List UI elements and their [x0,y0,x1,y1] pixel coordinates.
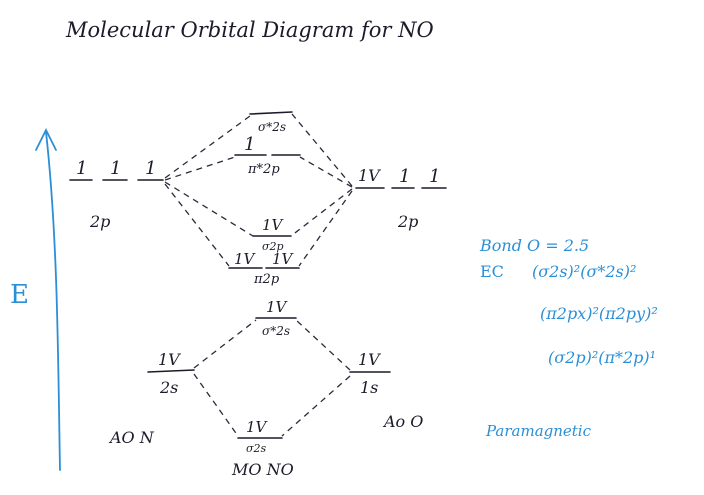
link-left-s-to-sigma [193,373,239,437]
energy-axis-arrowhead [35,127,57,151]
link-right-s-to-sigma-star [295,319,351,371]
left-2p-electron-2: 1 [110,158,122,179]
sigma-2s-electrons: 1V [246,418,267,436]
mo-label: MO NO [232,460,294,479]
left-2p-label: 2p [90,212,111,231]
sigma-star-2s-electrons: 1V [266,298,287,316]
magnetism-note: Paramagnetic [486,422,592,440]
sigma-star-2p-label: σ*2s [258,120,286,134]
sigma-2p-electrons: 1V [262,216,283,234]
right-2p-electron-3: 1 [429,166,441,187]
electron-config-line-2: (π2px)²(π2py)² [540,304,658,323]
left-2s-level [147,369,195,373]
diagram-title: Molecular Orbital Diagram for NO [66,18,434,42]
left-2p-electron-1: 1 [76,158,88,179]
sigma-star-2p-level [249,111,293,115]
electron-config-line-1: (σ2s)²(σ*2s)² [532,262,637,281]
right-2p-electron-1: 1V [358,166,380,185]
right-atom-label: Ao O [384,412,424,431]
link-left-p-to-pi [164,183,230,267]
link-right-p-to-sigma [290,188,353,237]
bond-order-note: Bond O = 2.5 [480,236,590,255]
left-2s-electrons: 1V [158,350,180,369]
sigma-2p-label: σ2p [262,240,284,253]
sigma-2s-label: σ2s [246,442,267,455]
left-2s-label: 2s [160,378,179,397]
link-left-p-to-sigma-star [164,115,251,179]
electron-config-label: EC [480,262,504,281]
link-right-p-to-pi-star [299,156,353,188]
energy-axis [45,131,61,471]
electron-config-line-3: (σ2p)²(π*2p)¹ [548,348,657,367]
left-atom-label: AO N [110,428,154,447]
left-2p-electron-3: 1 [145,158,157,179]
link-left-p-to-pi-star [164,156,236,181]
right-1s-label: 1s [360,378,379,397]
link-right-p-to-sigma-star [291,113,353,187]
sigma-star-2s-label: σ*2s [262,324,290,338]
right-1s-electrons: 1V [358,350,380,369]
link-left-p-to-sigma [164,181,254,237]
pi-2p-electrons-2: 1V [272,250,293,268]
pi-2p-electrons-1: 1V [234,250,255,268]
link-right-s-to-sigma [281,375,351,437]
pi-star-2p-label: π*2p [248,162,280,177]
energy-axis-label: E [10,280,29,310]
pi-star-2p-electrons: 1 [244,134,256,155]
pi-2p-label: π2p [254,272,280,287]
right-2p-electron-2: 1 [399,166,411,187]
link-left-s-to-sigma-star [193,319,257,369]
link-right-p-to-pi [298,190,353,267]
right-2p-label: 2p [398,212,419,231]
